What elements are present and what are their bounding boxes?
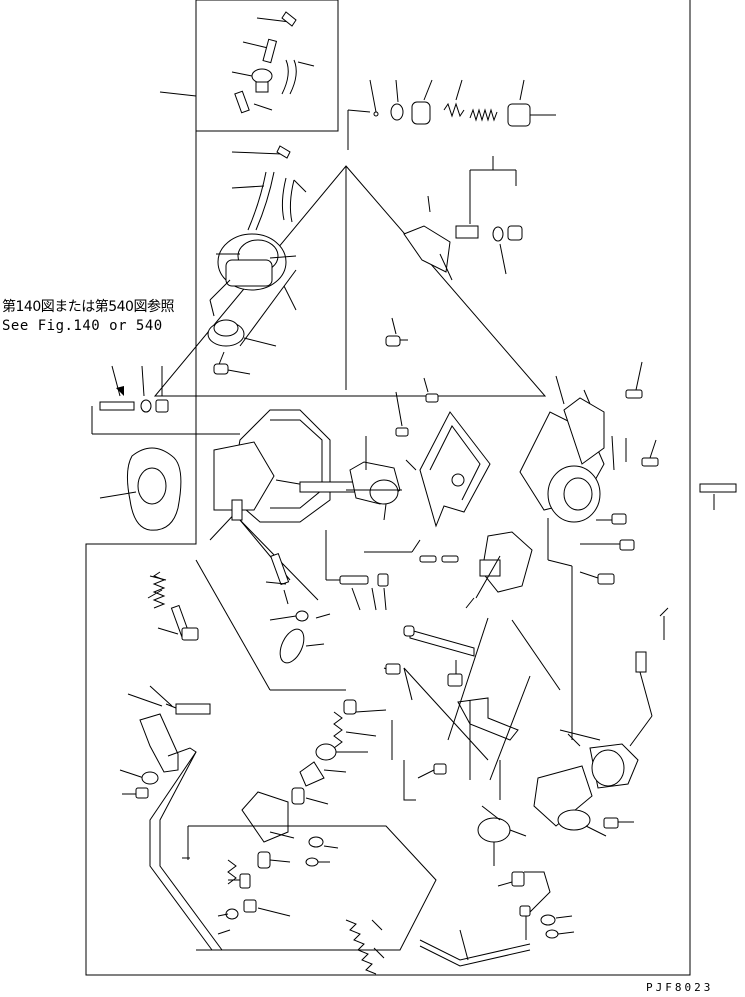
reference-note-japanese: 第140図または第540図参照 [2, 299, 174, 315]
governor-weight-parts [182, 699, 437, 951]
reference-stud-parts [91, 365, 240, 435]
pump-cover-assembly [403, 156, 737, 740]
reference-note-english: See Fig.140 or 540 [2, 318, 163, 334]
governor-lever-bracket [383, 531, 561, 781]
gasket-center [405, 411, 491, 528]
stop-solenoid-assembly [533, 607, 669, 837]
lower-left-bracket [119, 685, 223, 951]
inset-hose-parts [231, 11, 315, 114]
diagram-frame [85, 0, 691, 976]
gasket-left [99, 447, 182, 531]
leader-lines [391, 700, 501, 801]
bottom-spring-and-rod [345, 805, 575, 975]
vacuum-unit-assembly [207, 145, 307, 375]
governor-housing [195, 409, 361, 691]
lower-spring-parts [147, 552, 331, 664]
assembly-triangle [153, 165, 547, 397]
drawing-code: PJF8023 [646, 981, 714, 994]
center-small-parts [325, 317, 459, 611]
governor-small-parts [347, 79, 556, 150]
